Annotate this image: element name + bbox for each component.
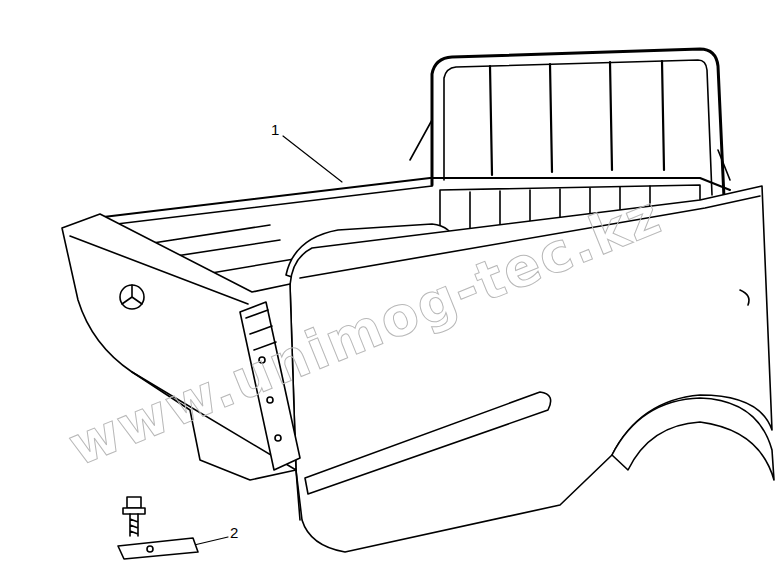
callout-number: 1 — [271, 122, 279, 137]
callout-number: 2 — [230, 525, 238, 540]
